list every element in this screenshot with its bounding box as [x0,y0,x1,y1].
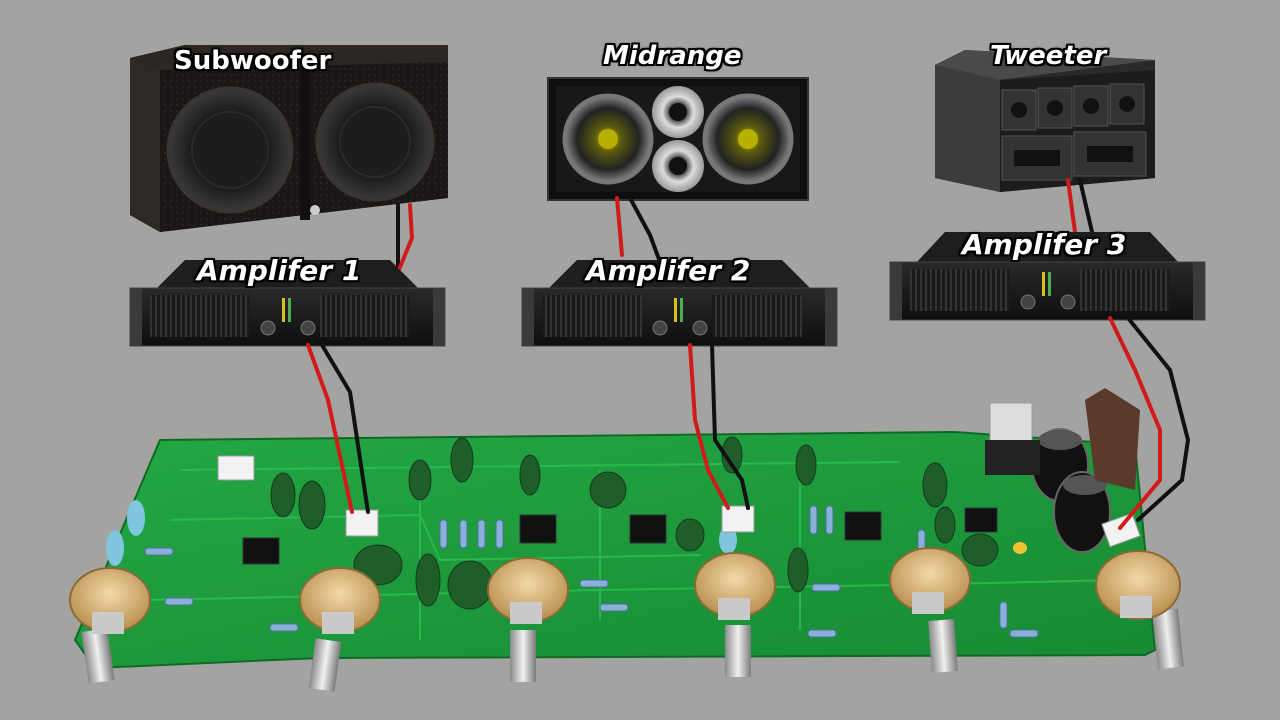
amplifier-2-label: Amplifer 2 [586,254,751,287]
crossover-pcb [69,388,1184,692]
amplifier-1-label: Amplifer 1 [197,254,362,287]
amplifier-3 [889,232,1206,321]
electrolytic-capacitors [106,428,1111,566]
amplifier-3-label: Amplifer 3 [962,228,1127,261]
wires-amps-pcb [306,316,1191,530]
potentiometer-knobs [69,547,1184,692]
heatsink [985,388,1140,490]
wires-speaker-amps [396,178,1094,274]
tweeter-speaker [935,50,1155,192]
amplifier-2 [521,260,838,347]
amplifier-1 [129,260,446,347]
midrange-speaker [547,77,809,201]
subwoofer-label: Subwoofer [174,46,332,76]
tweeter-label: Tweeter [990,41,1107,71]
subwoofer-speaker [130,45,448,232]
midrange-label: Midrange [603,41,742,71]
